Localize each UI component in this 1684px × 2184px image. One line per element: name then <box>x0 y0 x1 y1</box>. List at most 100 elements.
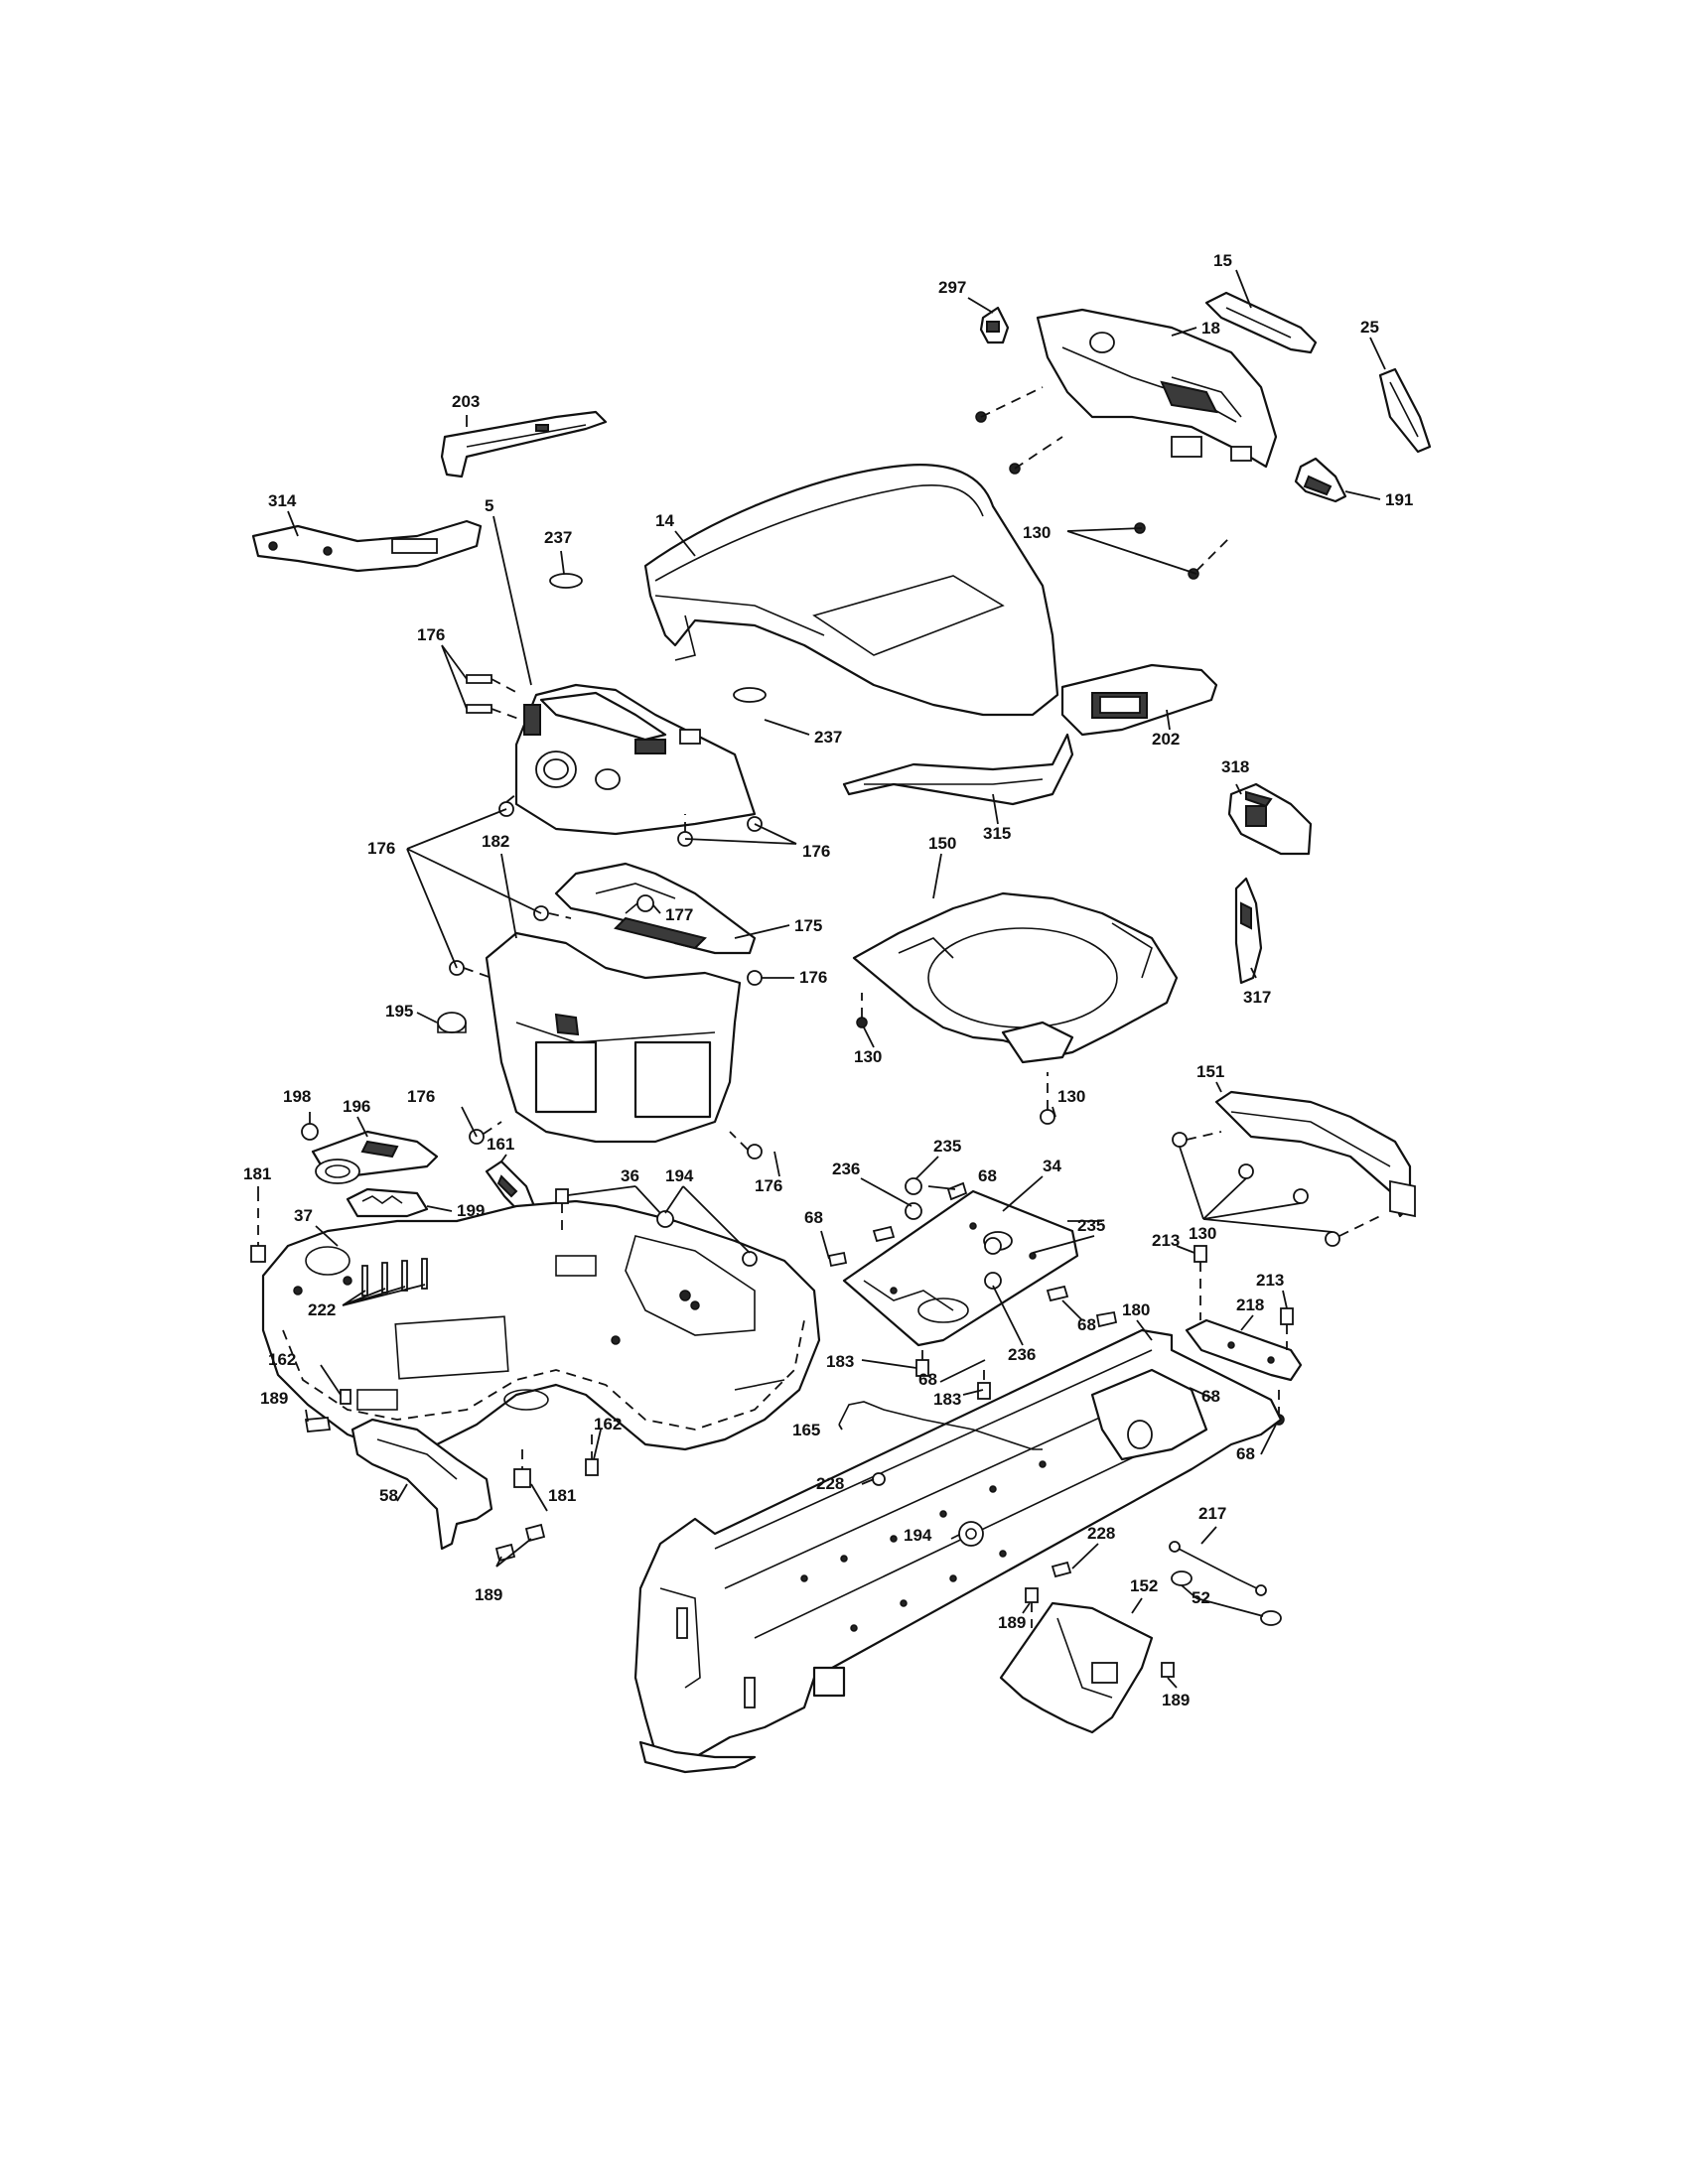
screws-130-upper <box>975 386 1232 580</box>
callout-34: 34 <box>1043 1157 1061 1175</box>
part-25-side-trim <box>1378 367 1432 454</box>
bolts-189-lower-left <box>494 1523 546 1563</box>
callout-237-lower: 237 <box>814 728 842 747</box>
bolt-181-lower <box>513 1449 531 1488</box>
callout-213-left: 213 <box>1152 1231 1180 1250</box>
callout-194-upper: 194 <box>665 1166 694 1185</box>
callout-15: 15 <box>1213 251 1232 270</box>
callout-236-upper: 236 <box>832 1160 860 1178</box>
pins-176-dash <box>466 674 763 847</box>
callout-183-left: 183 <box>826 1352 854 1371</box>
callout-182: 182 <box>482 832 509 851</box>
callout-297: 297 <box>938 278 966 297</box>
callout-203: 203 <box>452 392 480 411</box>
callout-176-dash: 176 <box>417 625 445 644</box>
bolt-228-left <box>872 1472 886 1486</box>
part-218-rear-bracket <box>1185 1318 1303 1382</box>
part-199-trim-plate <box>346 1187 429 1218</box>
callout-195: 195 <box>385 1002 413 1021</box>
callout-68-upper: 68 <box>978 1166 997 1185</box>
callout-152: 152 <box>1130 1576 1158 1595</box>
callout-labels: 15 297 25 18 203 314 237 14 191 130 5 17… <box>243 251 1413 1709</box>
part-165-rod <box>838 1401 1043 1450</box>
part-5-dash-panel <box>514 683 757 836</box>
bolt-181-upper <box>250 1191 266 1263</box>
part-196-cup-holder <box>311 1130 439 1184</box>
part-15-dash-trim <box>1204 291 1318 354</box>
part-297-knob-cover <box>979 306 1010 344</box>
callout-176-mid: 176 <box>799 968 827 987</box>
callout-189-lower-left: 189 <box>475 1585 502 1604</box>
callout-150: 150 <box>928 834 956 853</box>
callout-68-far-right: 68 <box>1201 1387 1220 1406</box>
callout-68-right: 68 <box>1077 1315 1096 1334</box>
bolt-162-lower <box>585 1434 599 1476</box>
nut-194-lower <box>958 1521 984 1547</box>
callout-130-right: 130 <box>1189 1224 1216 1243</box>
part-18-dash-console <box>1036 308 1278 469</box>
callout-58: 58 <box>379 1486 398 1505</box>
callout-317: 317 <box>1243 988 1271 1007</box>
callout-202: 202 <box>1152 730 1180 749</box>
callout-181-upper: 181 <box>243 1164 271 1183</box>
part-203-trim <box>440 410 608 478</box>
part-14-hood <box>643 464 1059 717</box>
callout-176-left: 176 <box>367 839 395 858</box>
part-202-console-tray <box>1060 663 1218 737</box>
callout-37: 37 <box>294 1206 313 1225</box>
studs-222 <box>342 1258 428 1306</box>
callout-36: 36 <box>621 1166 639 1185</box>
callout-180: 180 <box>1122 1300 1150 1319</box>
part-217-rod <box>1169 1541 1267 1596</box>
part-191-bracket <box>1294 457 1347 503</box>
callout-189-right: 189 <box>1162 1691 1190 1709</box>
bolt-162-left <box>340 1389 351 1405</box>
callout-52: 52 <box>1192 1588 1210 1607</box>
callout-194-lower: 194 <box>904 1526 932 1545</box>
callout-130-mid: 130 <box>854 1047 882 1066</box>
callout-181-lower: 181 <box>548 1486 576 1505</box>
callout-162-upper: 162 <box>268 1350 296 1369</box>
callout-175: 175 <box>794 916 822 935</box>
callout-196: 196 <box>343 1097 370 1116</box>
part-58-bracket <box>351 1418 493 1551</box>
part-182-dash-housing <box>485 931 742 1144</box>
callout-165: 165 <box>792 1421 820 1439</box>
part-237-cap-upper <box>549 573 583 589</box>
callout-162-lower: 162 <box>594 1415 622 1433</box>
callout-236-lower: 236 <box>1008 1345 1036 1364</box>
callout-189-upper: 189 <box>260 1389 288 1408</box>
part-34-mount-plate <box>842 1189 1079 1347</box>
callout-198: 198 <box>283 1087 311 1106</box>
callout-314: 314 <box>268 491 297 510</box>
callout-217: 217 <box>1198 1504 1226 1523</box>
callout-235-upper: 235 <box>933 1137 961 1156</box>
callout-228-right: 228 <box>1087 1524 1115 1543</box>
callout-176-lower-left: 176 <box>407 1087 435 1106</box>
callout-222: 222 <box>308 1300 336 1319</box>
pins-176-middle <box>449 905 763 1160</box>
part-180-frame <box>633 1328 1283 1774</box>
part-150-fender-pan <box>852 891 1179 1064</box>
nuts-52 <box>1171 1570 1282 1626</box>
callout-176-lower: 176 <box>755 1176 782 1195</box>
callout-177: 177 <box>665 905 693 924</box>
screws-130-middle <box>856 993 1055 1125</box>
part-318-cover <box>1227 782 1313 856</box>
callout-315: 315 <box>983 824 1011 843</box>
callout-151: 151 <box>1196 1062 1224 1081</box>
callout-318: 318 <box>1221 757 1249 776</box>
part-195-plug <box>437 1012 467 1033</box>
callout-14: 14 <box>655 511 674 530</box>
part-237-cap-lower <box>733 687 767 703</box>
hardware-36-194 <box>555 1188 758 1301</box>
callout-68-bottom: 68 <box>1236 1444 1255 1463</box>
part-152-shield <box>999 1601 1154 1734</box>
part-314-side-strip <box>251 519 483 573</box>
callout-25: 25 <box>1360 318 1379 337</box>
callout-130-lower: 130 <box>1057 1087 1085 1106</box>
callout-68-left: 68 <box>804 1208 823 1227</box>
callout-18: 18 <box>1201 319 1220 338</box>
bolts-189-right <box>1025 1587 1175 1678</box>
